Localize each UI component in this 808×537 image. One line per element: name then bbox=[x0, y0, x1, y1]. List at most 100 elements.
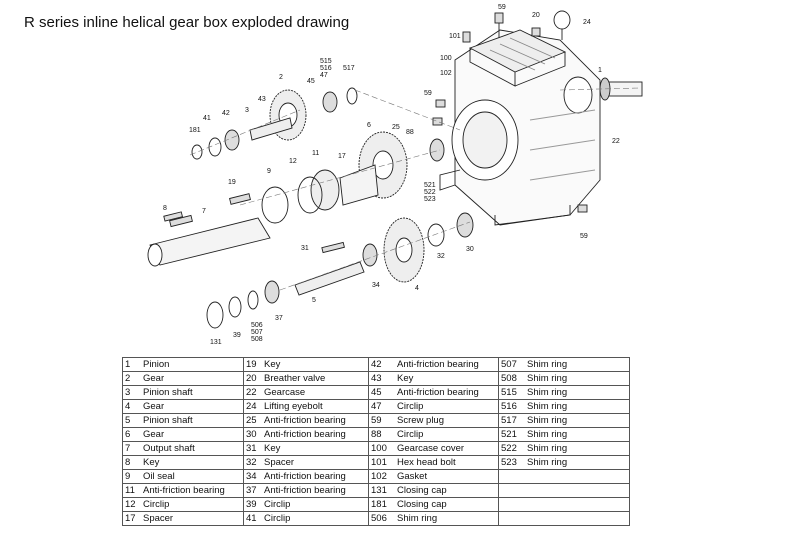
part-number: 523 bbox=[501, 457, 517, 468]
callout-523: 523 bbox=[424, 196, 436, 203]
callout-88: 88 bbox=[406, 129, 414, 136]
callout-25: 25 bbox=[392, 124, 400, 131]
part-description: Circlip bbox=[397, 429, 424, 440]
part-number: 43 bbox=[371, 373, 382, 384]
part-number: 11 bbox=[125, 485, 135, 496]
part-description: Circlip bbox=[397, 401, 424, 412]
callout-43: 43 bbox=[258, 96, 266, 103]
parts-cell: 523 Shim ring bbox=[498, 455, 630, 470]
part-description: Circlip bbox=[264, 499, 291, 510]
part-description: Key bbox=[143, 457, 160, 468]
part-description: Shim ring bbox=[527, 387, 568, 398]
center-lines bbox=[189, 87, 641, 291]
diagram-title: R series inline helical gear box explode… bbox=[24, 14, 350, 31]
callout-59: 59 bbox=[498, 4, 506, 11]
parts-cell bbox=[498, 511, 630, 526]
part-description: Shim ring bbox=[527, 429, 568, 440]
part-number: 12 bbox=[125, 499, 136, 510]
part-number: 3 bbox=[125, 387, 131, 398]
callout-11: 11 bbox=[312, 150, 319, 157]
part-number: 17 bbox=[125, 513, 136, 524]
part-number: 39 bbox=[246, 499, 257, 510]
part-description: Gasket bbox=[397, 471, 428, 482]
callout-506: 506 bbox=[251, 322, 263, 329]
part-description: Gear bbox=[143, 429, 165, 440]
gearcase bbox=[439, 29, 601, 226]
part-number: 24 bbox=[246, 401, 257, 412]
callout-19: 19 bbox=[228, 179, 236, 186]
part-number: 8 bbox=[125, 457, 131, 468]
parts-cell bbox=[498, 469, 630, 484]
part-number: 7 bbox=[125, 443, 131, 454]
part-description: Anti-friction bearing bbox=[264, 485, 346, 496]
callout-101: 101 bbox=[449, 33, 461, 40]
callout-45: 45 bbox=[307, 78, 315, 85]
part-description: Anti-friction bearing bbox=[397, 387, 479, 398]
parts-cell: 7 Output shaft bbox=[122, 441, 244, 456]
part-description: Anti-friction bearing bbox=[264, 429, 346, 440]
parts-cell bbox=[498, 483, 630, 498]
part-description: Shim ring bbox=[527, 415, 568, 426]
callout-181: 181 bbox=[189, 127, 201, 134]
parts-cell: 88 Circlip bbox=[368, 427, 499, 442]
part-description: Shim ring bbox=[527, 359, 568, 370]
parts-cell: 39 Circlip bbox=[243, 497, 369, 512]
callout-47: 47 bbox=[320, 72, 328, 79]
part-description: Output shaft bbox=[143, 443, 195, 454]
parts-cell: 8 Key bbox=[122, 455, 244, 470]
part-description: Anti-friction bearing bbox=[143, 485, 225, 496]
parts-cell: 521 Shim ring bbox=[498, 427, 630, 442]
part-number: 9 bbox=[125, 471, 131, 482]
parts-cell: 102 Gasket bbox=[368, 469, 499, 484]
part-number: 5 bbox=[125, 415, 131, 426]
part-description: Gear bbox=[143, 373, 165, 384]
part-description: Key bbox=[264, 443, 281, 454]
callout-17: 17 bbox=[338, 153, 346, 160]
callout-508: 508 bbox=[251, 336, 263, 343]
callout-515: 515 bbox=[320, 58, 332, 65]
bearings-seals bbox=[163, 87, 474, 329]
part-number: 20 bbox=[246, 373, 257, 384]
part-description: Spacer bbox=[264, 457, 295, 468]
callout-39: 39 bbox=[233, 332, 241, 339]
part-description: Circlip bbox=[264, 513, 291, 524]
callout-37: 37 bbox=[275, 315, 283, 322]
callout-8: 8 bbox=[163, 205, 167, 212]
part-number: 521 bbox=[501, 429, 517, 440]
part-description: Lifting eyebolt bbox=[264, 401, 323, 412]
part-number: 102 bbox=[371, 471, 387, 482]
part-description: Hex head bolt bbox=[397, 457, 456, 468]
part-description: Shim ring bbox=[527, 457, 568, 468]
part-description: Shim ring bbox=[397, 513, 438, 524]
output-shaft bbox=[147, 193, 271, 267]
callout-5: 5 bbox=[312, 297, 316, 304]
part-number: 101 bbox=[371, 457, 387, 468]
top-fittings bbox=[432, 10, 588, 213]
part-description: Key bbox=[264, 359, 281, 370]
part-number: 515 bbox=[501, 387, 517, 398]
part-number: 88 bbox=[371, 429, 382, 440]
part-number: 31 bbox=[246, 443, 257, 454]
callout-31: 31 bbox=[301, 245, 309, 252]
parts-cell bbox=[498, 497, 630, 512]
